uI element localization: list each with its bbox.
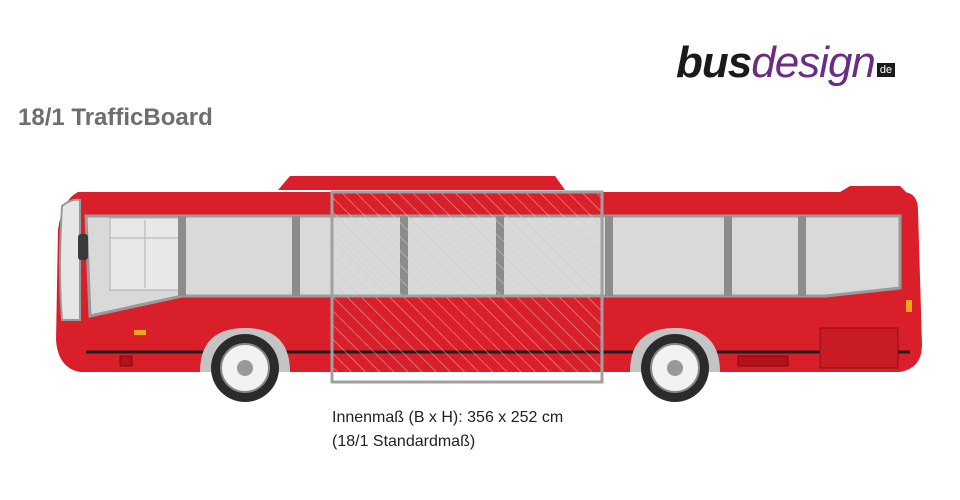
logo-text-design: design [751,38,876,87]
rear-wheel [630,328,720,402]
dimension-caption: Innenmaß (B x H): 356 x 252 cm (18/1 Sta… [332,406,563,454]
indicator-front [134,330,146,335]
trafficboard-area [330,190,604,384]
page-title: 18/1 TrafficBoard [18,104,213,131]
front-wheel [200,328,290,402]
caption-dimensions: Innenmaß (B x H): 356 x 252 cm [332,409,564,426]
side-mirror [78,234,88,260]
rear-hatch [819,327,899,369]
indicator-rear [906,300,912,312]
bus-illustration [56,176,922,402]
windscreen [59,198,81,321]
fuel-cap [119,355,133,367]
logo-text-bus: bus [676,38,752,87]
engine-vent [737,355,789,367]
caption-standard: (18/1 Standardmaß) [332,433,476,450]
roof-ac-unit [278,176,565,190]
logo-tld-badge: de [876,63,896,77]
